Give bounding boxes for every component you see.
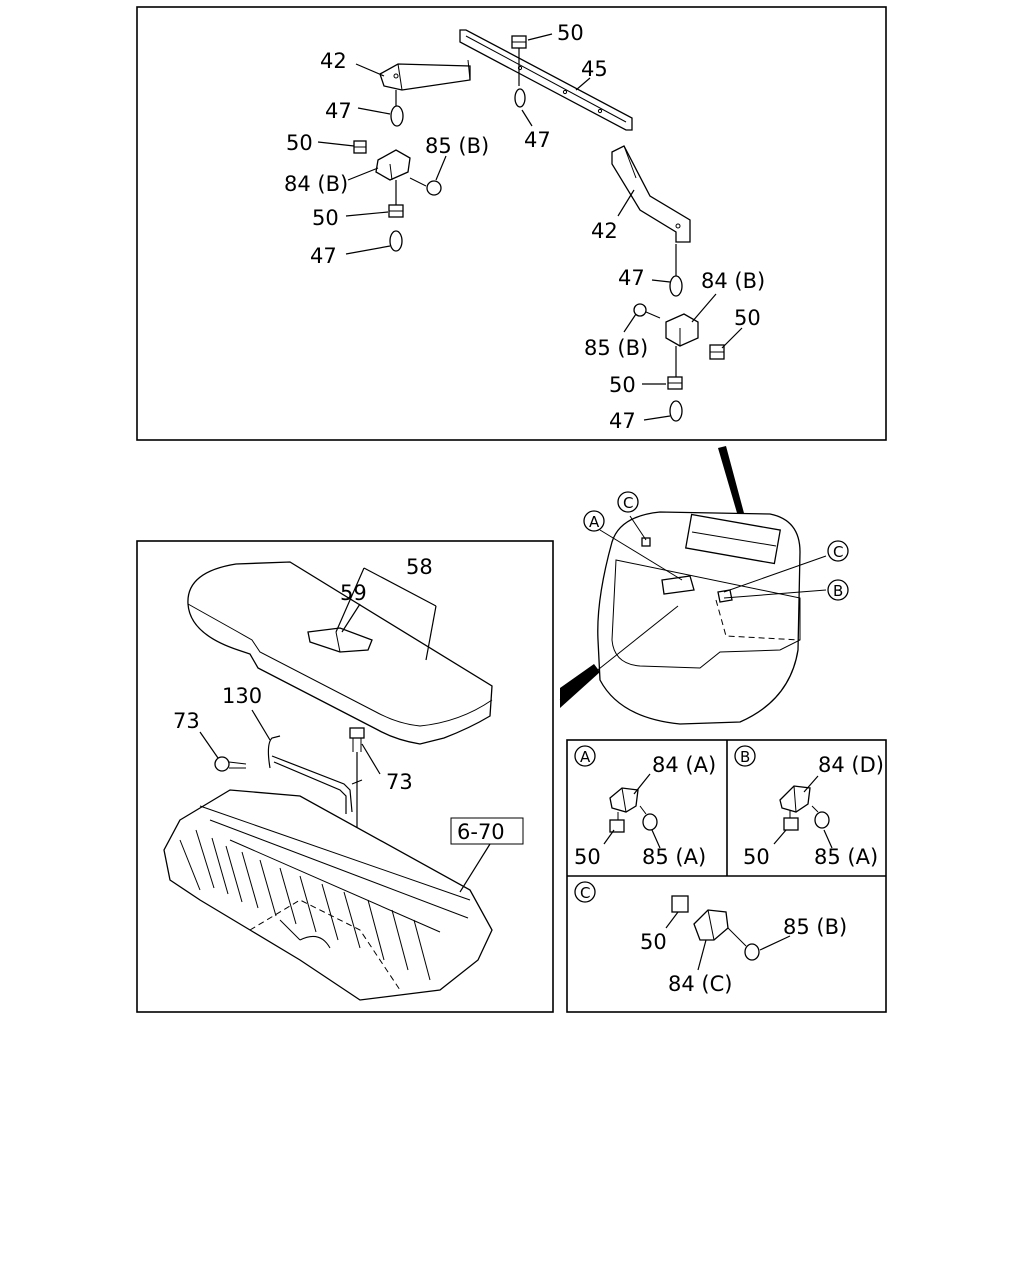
detail-a-nut-part xyxy=(609,819,625,833)
clip-nut-50-right xyxy=(709,344,725,360)
label-130: 130 xyxy=(222,684,262,708)
detail-b-label-bracket: 84 (D) xyxy=(818,753,884,777)
label-50-e: 50 xyxy=(609,373,636,397)
detail-a-screw-part xyxy=(642,813,658,831)
bubble-b: B xyxy=(827,579,849,601)
fastener-47-d xyxy=(669,275,683,297)
svg-text:B: B xyxy=(833,582,843,600)
cargo-panel: 58 59 130 73 73 6-70 xyxy=(136,540,554,1013)
detail-c: C 50 85 (B) 84 (C) xyxy=(574,881,847,996)
screw-85b-right xyxy=(633,303,661,319)
detail-a: A 84 (A) 50 85 (A) xyxy=(574,745,716,869)
label-85b-b: 85 (B) xyxy=(584,336,648,360)
bubble-c-top: C xyxy=(617,491,639,513)
fastener-47-e xyxy=(669,400,683,422)
fastener-47-b xyxy=(514,88,526,108)
label-84b-b: 84 (B) xyxy=(701,269,765,293)
label-47-a: 47 xyxy=(325,99,352,123)
svg-text:C: C xyxy=(580,884,590,902)
label-42-right: 42 xyxy=(591,219,618,243)
label-47-e: 47 xyxy=(609,409,636,433)
detail-a-bubble: A xyxy=(574,745,596,767)
right-support-bracket xyxy=(611,145,691,243)
label-ref-6-70: 6-70 xyxy=(457,820,505,844)
label-47-d: 47 xyxy=(618,266,645,290)
label-50-d: 50 xyxy=(734,306,761,330)
svg-text:C: C xyxy=(833,543,843,561)
label-47-b: 47 xyxy=(524,128,551,152)
clip-bracket-84b-right xyxy=(665,313,699,347)
label-47-c: 47 xyxy=(310,244,337,268)
detail-b-label-screw: 85 (A) xyxy=(814,845,878,869)
fastener-47-c xyxy=(389,230,403,252)
detail-a-label-bracket: 84 (A) xyxy=(652,753,716,777)
vehicle-rear-view: A C C B xyxy=(559,491,849,725)
label-50-b: 50 xyxy=(286,131,313,155)
pointer-wedge-top xyxy=(718,446,748,530)
label-73-left: 73 xyxy=(173,709,200,733)
label-85b-a: 85 (B) xyxy=(425,134,489,158)
clip-bracket-84b-left xyxy=(375,149,411,181)
cargo-panel-frame xyxy=(136,540,554,1013)
label-50-c: 50 xyxy=(312,206,339,230)
top-panel-frame xyxy=(136,6,887,441)
svg-text:B: B xyxy=(740,748,750,766)
top-panel: 50 45 42 47 47 50 85 (B) 84 (B) 50 47 42… xyxy=(136,6,887,441)
clip-nut-50-left xyxy=(353,140,367,154)
clip-nut-50-right-lower xyxy=(667,376,683,390)
pointer-wedge-left xyxy=(560,664,600,708)
detail-c-nut-part xyxy=(671,895,689,913)
detail-b: B 84 (D) 50 85 (A) xyxy=(734,745,884,869)
ref-box xyxy=(450,817,524,845)
label-59: 59 xyxy=(340,581,367,605)
screw-85b-left xyxy=(409,177,442,196)
fastener-47-a xyxy=(390,105,404,127)
cargo-floor-frame xyxy=(163,789,493,1001)
detail-b-label-nut: 50 xyxy=(743,845,770,869)
label-42-left: 42 xyxy=(320,49,347,73)
label-50-top: 50 xyxy=(557,21,584,45)
left-support-bracket xyxy=(379,59,471,91)
crossbar-part xyxy=(459,29,633,131)
detail-c-label-bracket: 84 (C) xyxy=(668,972,732,996)
detail-a-label-nut: 50 xyxy=(574,845,601,869)
label-84b-a: 84 (B) xyxy=(284,172,348,196)
detail-c-bubble: C xyxy=(574,881,596,903)
bolt-73-left xyxy=(214,756,247,772)
clip-nut-50-top xyxy=(511,35,527,49)
support-rod xyxy=(267,735,363,814)
label-45: 45 xyxy=(581,57,608,81)
cargo-cover-board xyxy=(187,561,493,745)
detail-b-bubble: B xyxy=(734,745,756,767)
bubble-c-right: C xyxy=(827,540,849,562)
svg-text:C: C xyxy=(623,494,633,512)
svg-text:A: A xyxy=(589,513,600,531)
detail-c-label-nut: 50 xyxy=(640,930,667,954)
label-58: 58 xyxy=(406,555,433,579)
detail-c-label-screw: 85 (B) xyxy=(783,915,847,939)
svg-text:A: A xyxy=(580,748,591,766)
detail-b-screw-part xyxy=(814,811,830,829)
clip-nut-50-left-lower xyxy=(388,204,404,218)
label-73-right: 73 xyxy=(386,770,413,794)
bubble-a: A xyxy=(583,510,605,532)
detail-panel: A 84 (A) 50 85 (A) B xyxy=(566,739,887,1013)
detail-c-screw-part xyxy=(744,943,760,961)
detail-b-nut-part xyxy=(783,817,799,831)
detail-a-label-screw: 85 (A) xyxy=(642,845,706,869)
